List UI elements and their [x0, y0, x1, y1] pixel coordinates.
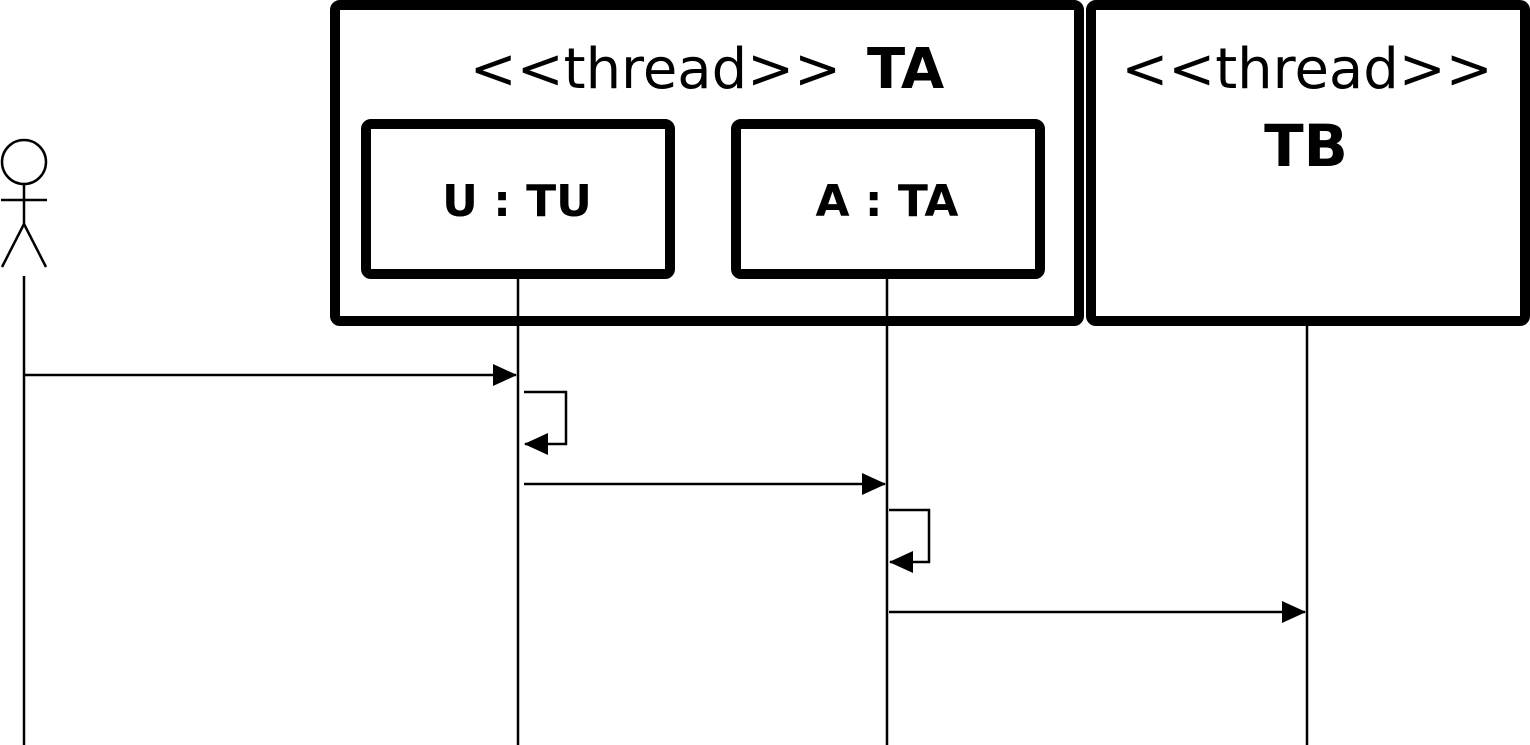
self-message-a[interactable] [889, 508, 931, 573]
lifeline-a-label: A : TA [816, 176, 959, 227]
actor-stick-figure-icon [0, 138, 48, 268]
lifeline-box-a[interactable]: A : TA [731, 119, 1045, 279]
lifeline-box-a-frame [731, 119, 1045, 279]
thread-ta-name: TA [867, 37, 945, 102]
self-message-u[interactable] [524, 390, 568, 455]
thread-tb-stereotype: <<thread>> [1121, 37, 1492, 102]
lifeline-box-u-frame [361, 119, 675, 279]
thread-tb-frame [1086, 0, 1530, 326]
thread-ta-title: <<thread>> TA [470, 37, 945, 102]
thread-ta-stereotype: <<thread>> [470, 37, 841, 102]
lifeline-box-u[interactable]: U : TU [361, 119, 675, 279]
lifeline-u-label: U : TU [442, 176, 592, 227]
thread-tb-container[interactable]: <<thread>> TB [1086, 0, 1530, 326]
thread-tb-name: TB [1264, 112, 1348, 180]
